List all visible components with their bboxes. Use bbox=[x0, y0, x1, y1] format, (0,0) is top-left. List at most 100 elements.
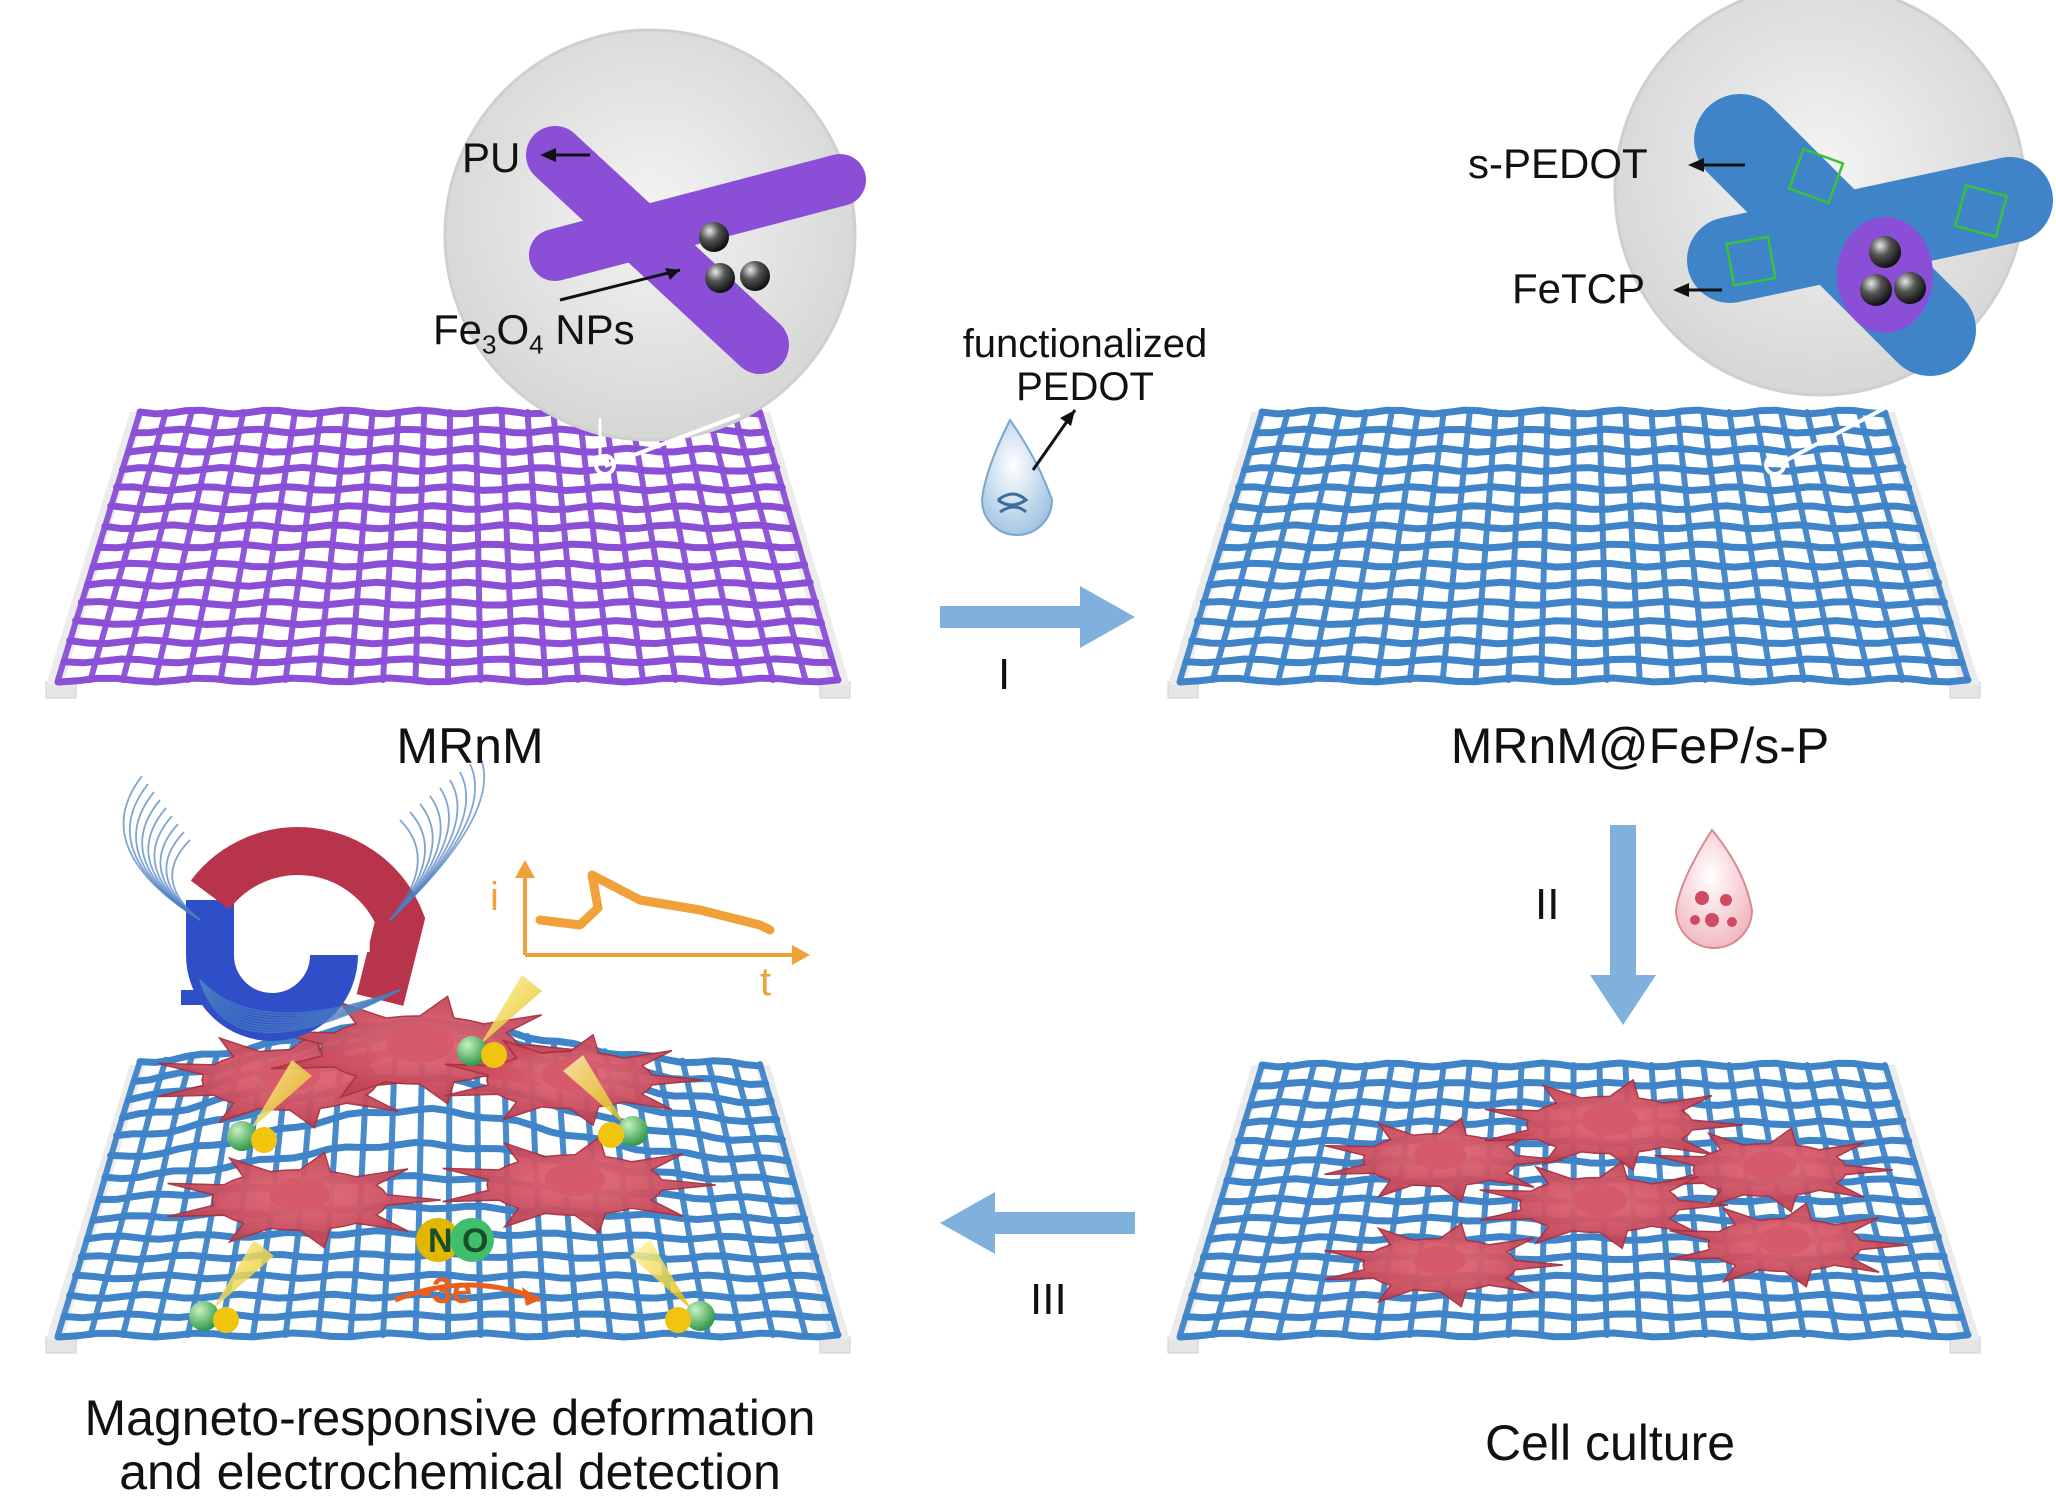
caption-mrnm: MRnM bbox=[396, 718, 544, 774]
current-transient-plot bbox=[515, 860, 810, 965]
arrow-step-1 bbox=[940, 586, 1135, 648]
no-release-cone bbox=[630, 1240, 692, 1310]
mesh-fiber bbox=[653, 1055, 711, 1338]
mesh-fiber bbox=[1830, 1062, 1906, 1338]
mesh-fiber bbox=[412, 409, 428, 683]
electron-transfer-arrowhead bbox=[522, 1287, 540, 1306]
cell-nucleus bbox=[1413, 1140, 1467, 1170]
reagent-label-line1: functionalized bbox=[962, 322, 1208, 366]
mesh-fiber bbox=[250, 409, 298, 683]
mesh-fiber bbox=[1538, 409, 1551, 683]
mesh-fiber bbox=[705, 1059, 776, 1338]
mesh-mrnm-fep-sp bbox=[1167, 406, 1981, 699]
mesh-fiber bbox=[185, 409, 247, 683]
no-release-cone bbox=[250, 1060, 312, 1130]
zoom-bubble-pu bbox=[443, 28, 866, 476]
molecule-ball bbox=[189, 1301, 219, 1331]
zoom-bubble-spedot bbox=[1613, 0, 2053, 476]
field-line bbox=[122, 775, 201, 921]
mesh-fiber bbox=[1622, 409, 1643, 683]
field-line bbox=[128, 783, 201, 921]
pu-core bbox=[1837, 217, 1933, 333]
no-label-n: N bbox=[428, 1222, 453, 1260]
arrow-step-3 bbox=[940, 1192, 1135, 1254]
no-release-cone bbox=[480, 975, 542, 1045]
mesh-fiber bbox=[1856, 1062, 1939, 1338]
electron-transfer-label: -3e⁻ bbox=[420, 1270, 492, 1311]
mesh-fiber bbox=[705, 409, 776, 683]
label-s-pedot: s-PEDOT bbox=[1468, 140, 1648, 187]
mesh-fiber bbox=[1700, 409, 1742, 683]
mesh-fiber bbox=[120, 1054, 195, 1338]
nanoparticle bbox=[1894, 272, 1926, 304]
mesh-fiber bbox=[1726, 409, 1774, 683]
mesh-fiber bbox=[757, 1061, 841, 1338]
magnet-s-label: S bbox=[266, 962, 284, 992]
mesh-fiber bbox=[1341, 409, 1395, 683]
mesh-fiber bbox=[1177, 409, 1265, 683]
fetcp-molecule bbox=[1725, 147, 2009, 287]
mesh-fiber bbox=[1856, 409, 1939, 683]
mesh-fiber bbox=[1374, 409, 1421, 683]
mesh-fiber bbox=[731, 409, 809, 683]
mesh-fiber bbox=[550, 409, 581, 683]
mesh-fiber bbox=[498, 409, 516, 683]
mesh-fiber bbox=[380, 409, 402, 683]
caption-mrnm-fep-sp: MRnM@FeP/s-P bbox=[1450, 718, 1830, 774]
mesh-fiber bbox=[1882, 1062, 1971, 1338]
current-curve bbox=[535, 870, 775, 935]
mesh-fiber bbox=[217, 409, 273, 683]
mesh-fiber bbox=[1804, 1062, 1873, 1338]
mesh-fiber bbox=[1570, 409, 1577, 683]
mesh-cell-culture bbox=[1167, 1059, 1981, 1354]
cell-nucleus bbox=[1743, 1150, 1797, 1180]
cell-nucleus bbox=[1758, 1225, 1812, 1255]
mesh-fiber bbox=[55, 409, 143, 683]
pedot-drop-icon bbox=[980, 418, 1054, 536]
mesh-fiber bbox=[1275, 409, 1343, 683]
caption-detection-line1: Magneto-responsive deformation bbox=[84, 1390, 816, 1446]
step-numeral-2: II bbox=[1535, 880, 1560, 929]
mesh-fiber bbox=[1472, 409, 1499, 683]
cell-nucleus bbox=[544, 1163, 606, 1196]
mesh-fiber bbox=[347, 409, 376, 683]
mesh-fiber bbox=[1778, 1062, 1840, 1338]
mesh-fiber bbox=[576, 409, 614, 683]
label-pu: PU bbox=[462, 134, 521, 181]
caption-detection-line2: and electrochemical detection bbox=[119, 1444, 781, 1500]
cell-nucleus bbox=[269, 1178, 331, 1211]
mesh-fiber bbox=[1209, 1062, 1291, 1338]
mesh-layer bbox=[45, 406, 1981, 1354]
mesh-fiber bbox=[1242, 409, 1317, 683]
molecule-ball bbox=[227, 1121, 257, 1151]
mesh-fiber bbox=[1752, 409, 1807, 683]
molecule-ball bbox=[618, 1116, 648, 1146]
cell-drop-icon bbox=[1674, 828, 1754, 949]
nanoparticle bbox=[740, 261, 770, 291]
step-numeral-3: III bbox=[1030, 1275, 1067, 1324]
mesh-fiber bbox=[627, 409, 679, 683]
mesh-fiber bbox=[1726, 1062, 1774, 1338]
mesh-fiber bbox=[1341, 1062, 1395, 1338]
molecule-ball bbox=[481, 1042, 507, 1068]
mesh-fiber bbox=[757, 409, 841, 683]
no-molecule-o bbox=[450, 1218, 494, 1262]
molecule-ball bbox=[213, 1307, 239, 1333]
no-release-markers bbox=[189, 975, 715, 1333]
mesh-fiber bbox=[1882, 409, 1971, 683]
mesh-fiber bbox=[87, 1056, 169, 1338]
label-fetcp: FeTCP bbox=[1512, 265, 1646, 312]
molecule-ball bbox=[598, 1122, 624, 1148]
molecule-ball bbox=[457, 1036, 487, 1066]
field-line bbox=[389, 755, 485, 921]
mesh-fiber bbox=[1275, 1062, 1343, 1338]
mesh-fiber bbox=[152, 409, 221, 683]
molecule-ball bbox=[665, 1307, 691, 1333]
step-numeral-1: I bbox=[998, 650, 1011, 699]
mesh-fiber bbox=[1308, 1062, 1369, 1338]
mesh-fiber bbox=[1830, 409, 1906, 683]
mesh-fiber bbox=[1209, 409, 1291, 683]
no-release-cone bbox=[212, 1240, 274, 1310]
mesh-fiber bbox=[524, 409, 549, 683]
